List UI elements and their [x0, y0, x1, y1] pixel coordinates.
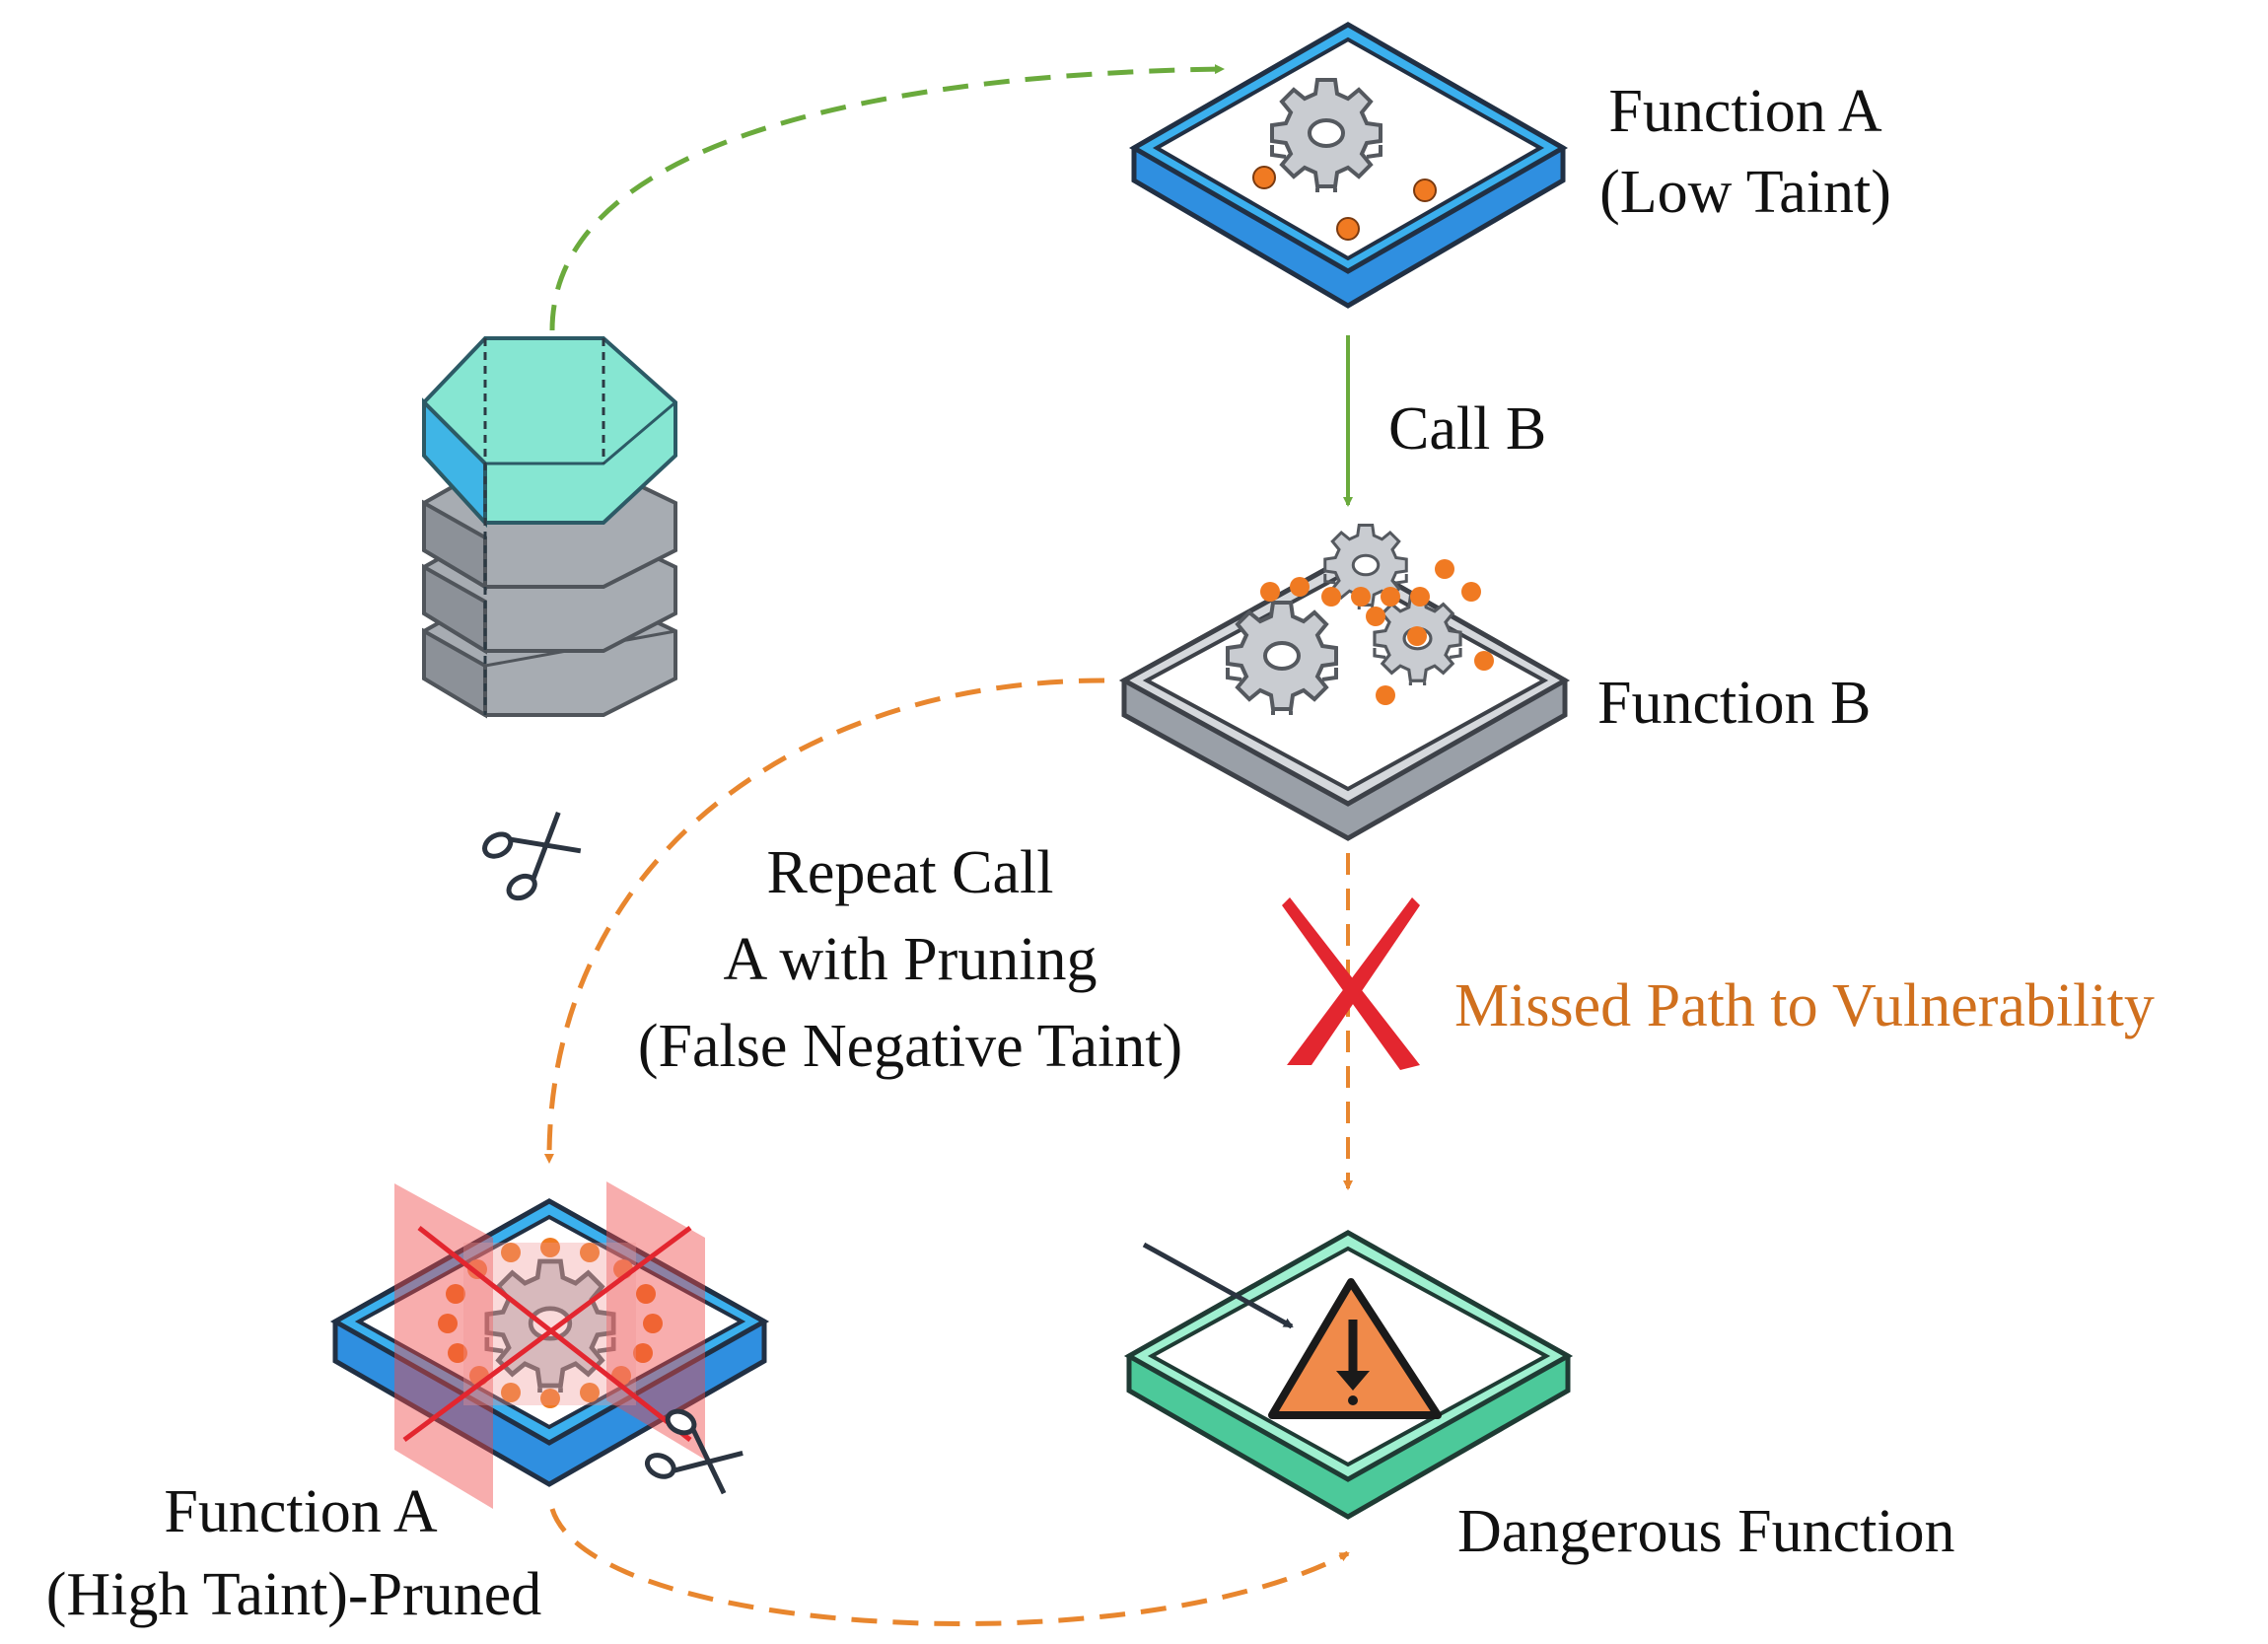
- call-b-label: Call B: [1388, 395, 1546, 463]
- taint-dot: [1290, 577, 1310, 597]
- taint-dot: [1376, 685, 1395, 705]
- function-a-high-label-line1: Function A: [164, 1478, 438, 1545]
- taint-dot: [1366, 607, 1385, 626]
- taint-dot: [1381, 587, 1400, 607]
- function-b-tile: [1118, 524, 1571, 841]
- taint-dot: [1252, 166, 1276, 189]
- missed-path-label: Missed Path to Vulnerability: [1454, 972, 2155, 1039]
- green-dashed-arrow: [549, 64, 1225, 331]
- function-a-low-label-line2: (Low Taint): [1599, 159, 1891, 226]
- repeat-call-label-line3: (False Negative Taint): [638, 1013, 1182, 1080]
- dangerous-function-label: Dangerous Function: [1457, 1498, 1955, 1565]
- taint-dot: [1410, 587, 1430, 607]
- taint-dot: [1351, 587, 1371, 607]
- pointer-arrow: [1142, 1242, 1294, 1329]
- taint-dot: [1461, 582, 1481, 602]
- database-icon: [422, 336, 677, 719]
- function-a-low-taint-tile: [1128, 22, 1569, 309]
- warning-icon: [1268, 1278, 1442, 1419]
- repeat-call-label-line1: Repeat Call: [767, 839, 1054, 906]
- function-a-high-label-line2: (High Taint)-Pruned: [46, 1561, 541, 1628]
- dangerous-function-tile: [1123, 1230, 1574, 1520]
- repeat-call-dashed-arrow: [543, 678, 1105, 1164]
- pruned-to-dangerous-dashed-arrow: [549, 1508, 1350, 1626]
- taint-dot: [1435, 559, 1454, 579]
- taint-dot: [1336, 217, 1360, 241]
- repeat-call-label-line2: A with Pruning: [724, 926, 1098, 993]
- taint-dot: [1413, 179, 1437, 202]
- function-a-low-label-line1: Function A: [1608, 78, 1882, 145]
- taint-dot: [1407, 626, 1427, 646]
- taint-dot: [1321, 587, 1341, 607]
- scissors-icon: [644, 1408, 744, 1495]
- scissors-icon: [482, 811, 582, 901]
- cross-mark-icon: [1282, 897, 1420, 1070]
- taint-dot: [1260, 582, 1280, 602]
- taint-dot: [1474, 651, 1494, 671]
- function-a-high-taint-tile: [329, 1181, 770, 1509]
- function-b-label: Function B: [1597, 670, 1871, 737]
